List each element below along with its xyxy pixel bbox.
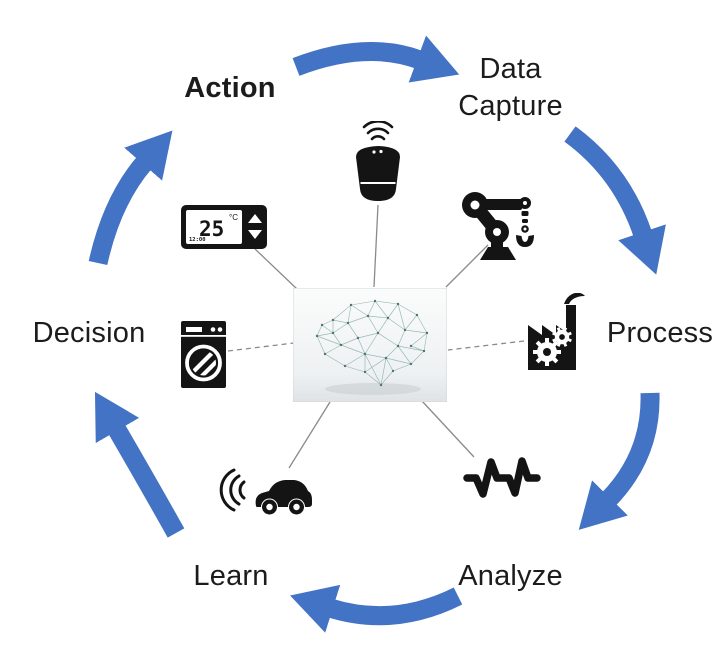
robot-arm-icon (462, 192, 534, 260)
connector-brain-thermostat (253, 247, 298, 290)
connector-brain-car (288, 401, 331, 469)
stage-label-decision: Decision (32, 317, 146, 349)
thermostat-temperature: 25 (199, 217, 224, 241)
brain-wireframe-mesh (315, 299, 429, 387)
stage-label-action: Action (184, 72, 276, 104)
stage-label-data-capture: Data Capture (443, 51, 578, 125)
washer-door-glass (191, 350, 216, 376)
arrow-analyze-to-learn (290, 584, 463, 633)
connector-brain-waveform (421, 400, 475, 458)
signal-waveform-icon (463, 457, 541, 498)
sound-waves-icon (219, 468, 246, 512)
connector-brain-speaker (373, 204, 379, 288)
washer-door (185, 344, 222, 382)
gear-icon-small (552, 327, 572, 347)
wifi-waves-icon (362, 121, 394, 141)
smart-speaker-icon (356, 121, 400, 201)
connected-car-icon (219, 468, 312, 515)
stage-label-learn: Learn (193, 560, 269, 592)
brain-photo-frame (293, 288, 447, 402)
gear-icon-large (533, 338, 561, 366)
stage-label-analyze: Analyze (458, 560, 563, 592)
ai-brain-image (293, 288, 447, 402)
data-capture-line1: Data (479, 53, 542, 85)
factory-icon (528, 293, 585, 370)
smart-thermostat-icon: 25 °C 12:00 (181, 205, 267, 249)
connector-brain-factory (447, 340, 525, 351)
arrow-process-to-analyze (578, 392, 660, 530)
connector-brain-washer (227, 342, 295, 352)
stage-label-process: Process (606, 317, 714, 349)
thermostat-time: 12:00 (189, 237, 206, 243)
arrow-datacapture-to-process (564, 126, 666, 275)
washing-machine-icon (181, 321, 226, 388)
arrow-decision-to-action (88, 130, 173, 266)
arrow-action-to-datacapture (292, 35, 460, 83)
connector-brain-robot (445, 244, 489, 288)
thermostat-unit: °C (229, 213, 238, 222)
brain-shadow (325, 383, 421, 395)
thermostat-up-down-buttons (248, 214, 262, 239)
data-capture-line2: Capture (458, 90, 563, 123)
arrow-learn-to-decision (94, 391, 185, 538)
